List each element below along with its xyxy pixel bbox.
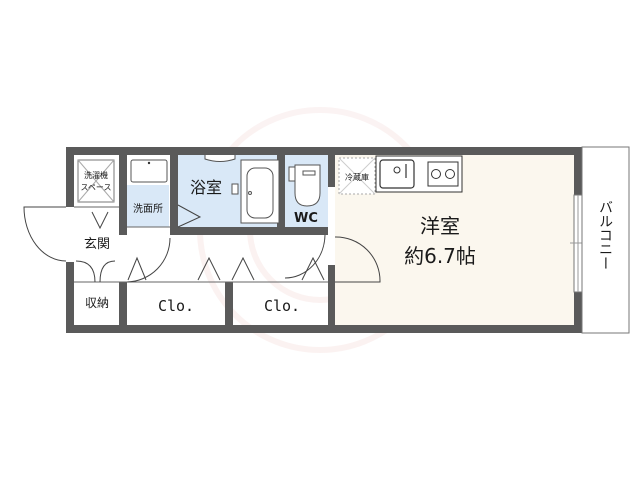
toilet-door-icon[interactable] <box>284 234 326 279</box>
kitchen-sink-icon <box>379 159 415 189</box>
bathtub-icon <box>240 159 280 224</box>
toilet-label: WC <box>294 211 318 226</box>
walls <box>66 147 582 333</box>
closet-door-icons <box>127 256 325 281</box>
storage-label: 収納 <box>85 296 109 310</box>
washroom-floor <box>127 185 169 227</box>
balcony <box>581 146 630 334</box>
shower-fixture-icon <box>204 155 236 162</box>
toilet-icon <box>288 164 321 207</box>
wash-basin-icon <box>130 159 168 183</box>
washer-space: 洗濯機 スペース <box>77 159 115 203</box>
washer-space-label-1: 洗濯機 <box>84 170 108 180</box>
storage-door-icon[interactable] <box>75 260 116 283</box>
washroom-label: 洗面所 <box>133 203 163 215</box>
closet-1-label: Clo. <box>158 297 194 315</box>
faucet-icon <box>231 183 239 195</box>
western-room-size: 約6.7帖 <box>404 244 476 268</box>
bathroom-door-icon <box>177 204 202 228</box>
refrigerator-space: 冷蔵庫 <box>338 157 376 195</box>
kitchen-counter <box>375 155 463 193</box>
western-room-label: 洋室 <box>420 214 460 238</box>
shoe-cabinet-door-icon <box>91 211 109 230</box>
washer-space-label-2: スペース <box>80 183 111 192</box>
closet-2-label: Clo. <box>264 297 300 315</box>
entrance-label: 玄関 <box>84 237 110 252</box>
balcony-label: バルコニー <box>597 200 613 270</box>
stove-icon <box>427 161 459 187</box>
bathroom-label: 浴室 <box>190 178 222 197</box>
room-door-icon[interactable] <box>334 236 381 283</box>
entrance-door-icon[interactable] <box>23 206 67 262</box>
washroom-door-icon[interactable] <box>126 237 171 283</box>
bathroom-floor <box>178 155 238 227</box>
refrigerator-label: 冷蔵庫 <box>345 172 369 182</box>
